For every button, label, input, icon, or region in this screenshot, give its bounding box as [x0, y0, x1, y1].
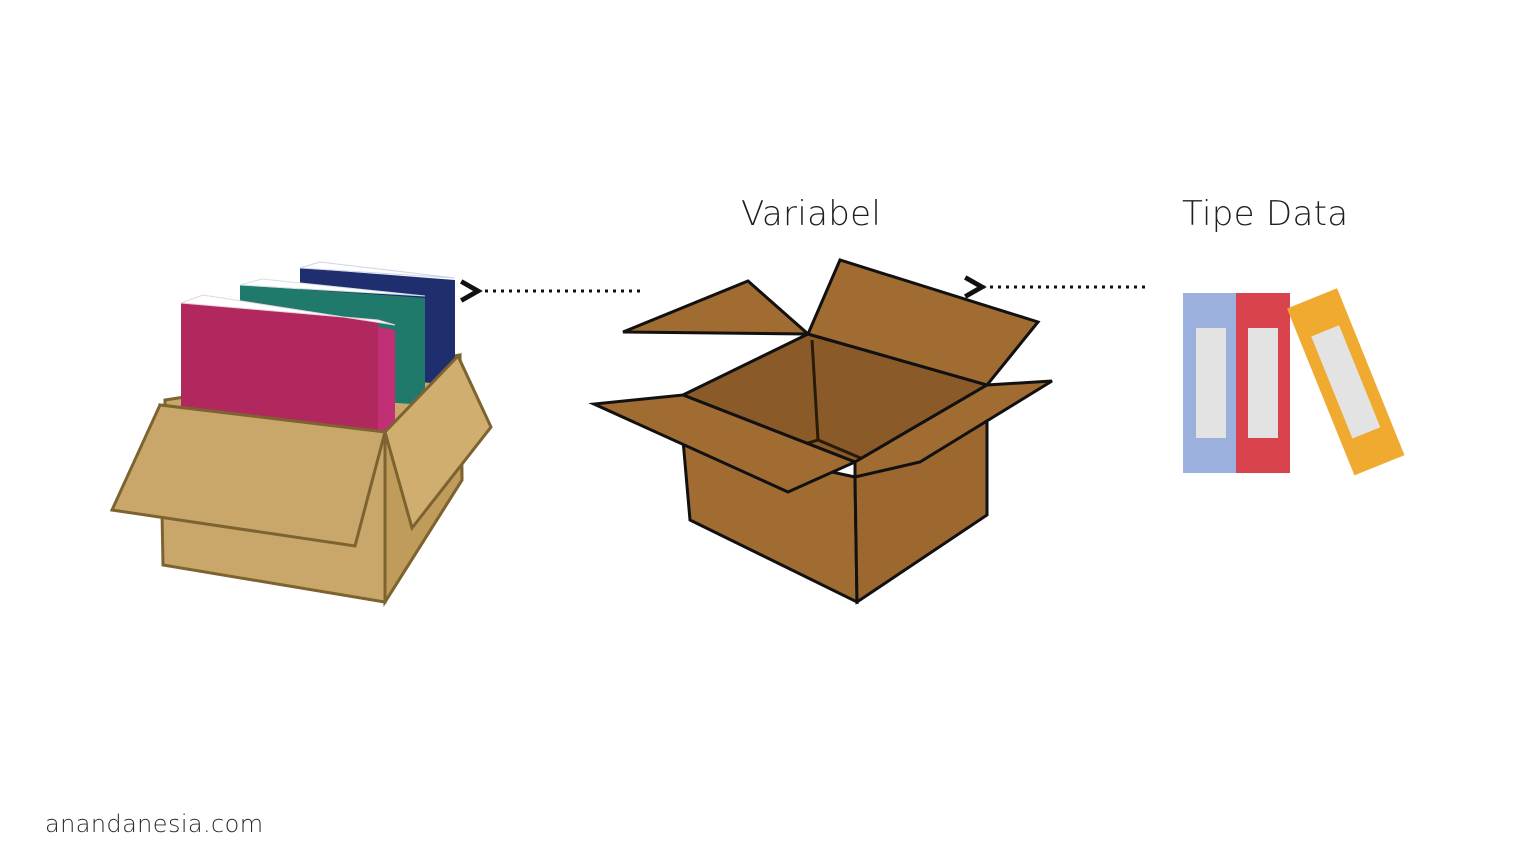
data-type-label: Tipe Data: [1182, 194, 1349, 234]
site-watermark: anandanesia.com: [45, 810, 264, 838]
empty-box-illustration: [588, 258, 1053, 605]
variable-label: Variabel: [741, 194, 882, 234]
binders-illustration: [1183, 288, 1405, 476]
binder-blue: [1183, 293, 1237, 473]
box-with-books-illustration: [109, 261, 493, 608]
book-pink: [180, 294, 396, 432]
binder-yellow: [1287, 288, 1405, 476]
binder-red: [1236, 293, 1290, 473]
